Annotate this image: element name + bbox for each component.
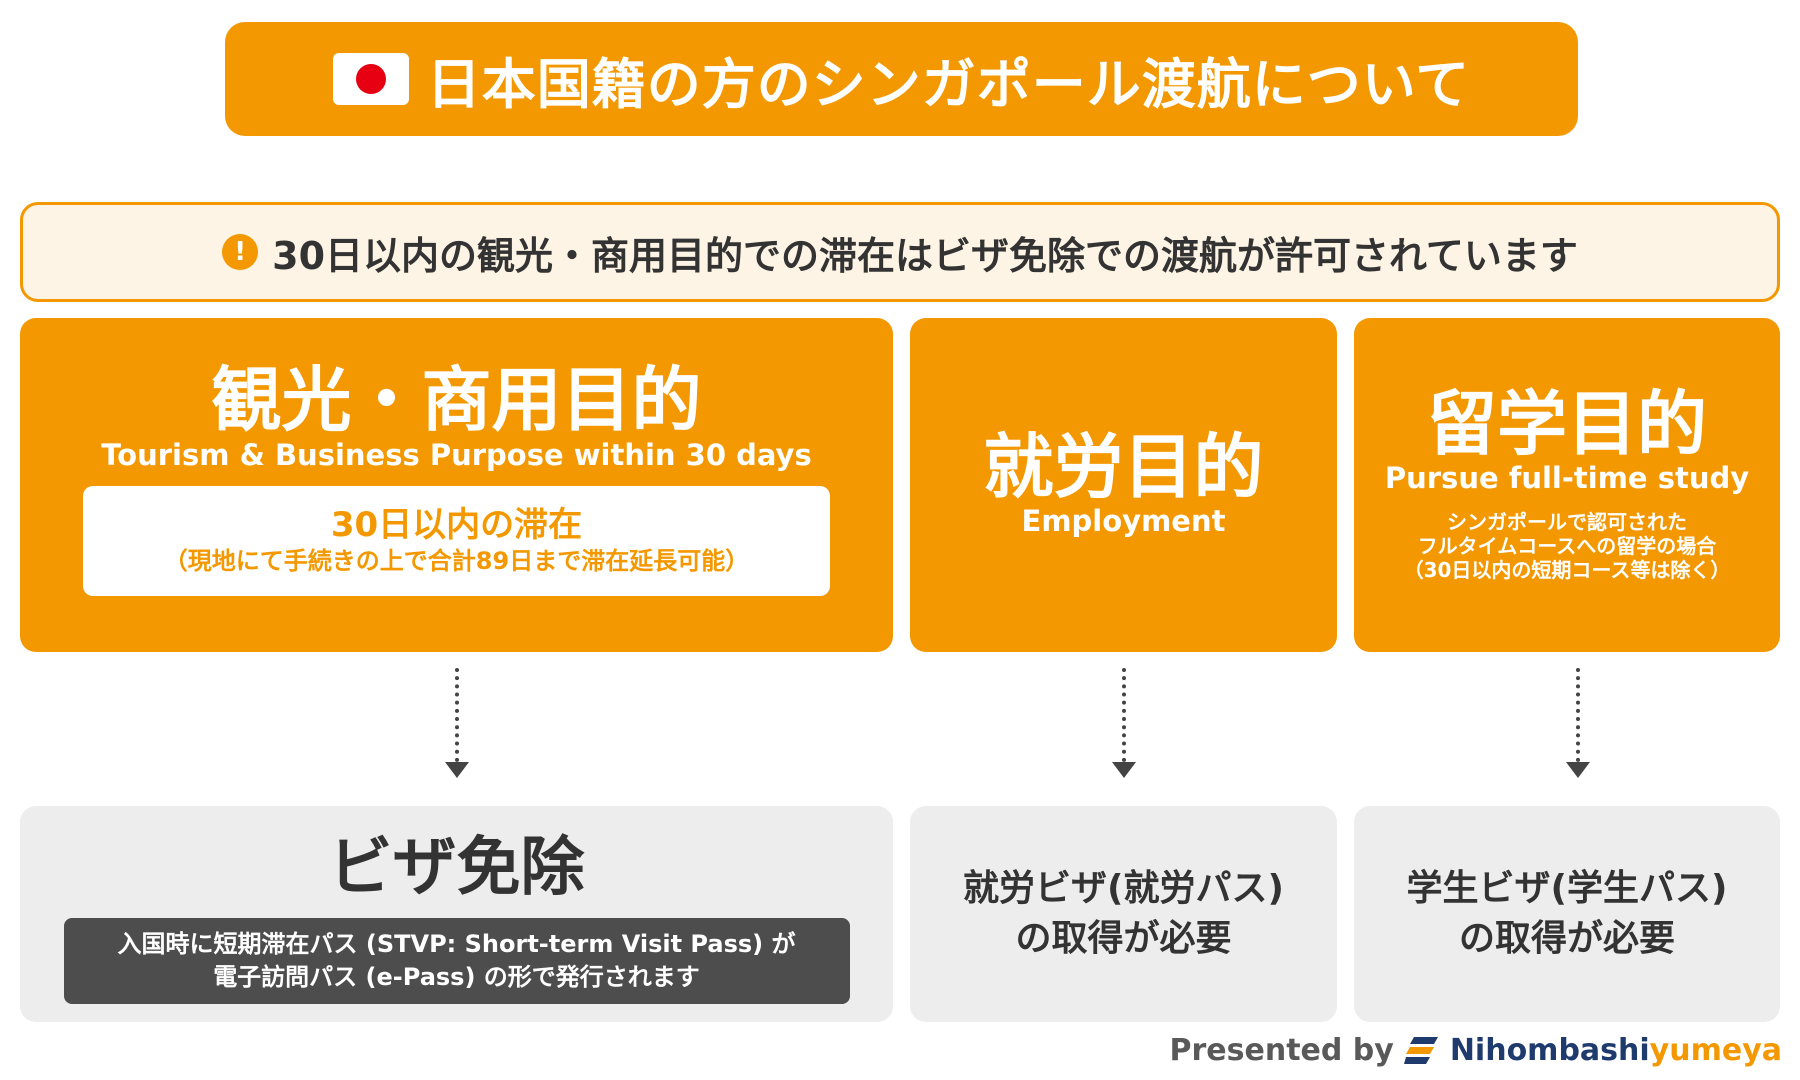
category-tourism-subtitle: Tourism & Business Purpose within 30 day… — [101, 437, 812, 472]
result-visa-exempt-box: ビザ免除 入国時に短期滞在パス (STVP: Short-term Visit … — [20, 806, 893, 1022]
result-student-visa-box: 学生ビザ(学生パス) の取得が必要 — [1354, 806, 1780, 1022]
category-study-subtitle: Pursue full-time study — [1384, 461, 1750, 496]
stay-duration-box: 30日以内の滞在 （現地にて手続きの上で合計89日まで滞在延長可能） — [83, 486, 830, 597]
brand-name: Nihombashiyumeya — [1450, 1033, 1782, 1068]
footer-credit: Presented by Nihombashiyumeya — [1170, 1030, 1783, 1070]
category-employment-subtitle: Employment — [1021, 504, 1226, 539]
arrow-down-icon — [1566, 668, 1590, 780]
study-note-line: シンガポールで認可された — [1447, 510, 1687, 535]
category-employment-title: 就労目的 — [983, 425, 1264, 508]
result-student-visa-line: 学生ビザ(学生パス) — [1406, 867, 1728, 909]
category-study-title: 留学目的 — [1427, 382, 1707, 465]
japan-flag-icon — [332, 53, 409, 105]
brand-name-part2: yumeya — [1649, 1032, 1782, 1068]
notice-bar: ! 30日以内の観光・商用目的での滞在はビザ免除での渡航が許可されています — [20, 202, 1780, 302]
arrow-down-icon — [1112, 668, 1136, 780]
study-note-line: （30日以内の短期コース等は除く） — [1403, 558, 1731, 583]
stvp-info-line: 入国時に短期滞在パス (STVP: Short-term Visit Pass)… — [117, 930, 796, 959]
presented-by-label: Presented by — [1169, 1032, 1394, 1068]
title-banner: 日本国籍の方のシンガポール渡航について — [225, 22, 1578, 136]
result-work-visa-line: 就労ビザ(就労パス) — [963, 867, 1284, 909]
stvp-info-line: 電子訪問パス (e-Pass) の形で発行されます — [213, 962, 700, 991]
exclamation-icon: ! — [222, 234, 259, 270]
result-work-visa-line: の取得が必要 — [1015, 918, 1232, 959]
result-student-visa-line: の取得が必要 — [1458, 918, 1675, 959]
category-tourism-title: 観光・商用目的 — [211, 359, 702, 441]
result-work-visa-box: 就労ビザ(就労パス) の取得が必要 — [910, 806, 1337, 1022]
brand-name-part1: Nihombashi — [1449, 1032, 1650, 1068]
category-study-note: シンガポールで認可された フルタイムコースへの留学の場合 （30日以内の短期コー… — [1404, 510, 1731, 582]
stvp-info-box: 入国時に短期滞在パス (STVP: Short-term Visit Pass)… — [63, 917, 850, 1004]
arrow-down-icon — [445, 668, 469, 780]
category-tourism-box: 観光・商用目的 Tourism & Business Purpose withi… — [20, 318, 893, 652]
result-visa-exempt-title: ビザ免除 — [328, 831, 585, 905]
nihombashiyumeya-logo-icon — [1403, 1037, 1438, 1064]
stay-duration-note: （現地にて手続きの上で合計89日まで滞在延長可能） — [163, 547, 750, 576]
study-note-line: フルタイムコースへの留学の場合 — [1417, 534, 1717, 559]
page-title: 日本国籍の方のシンガポール渡航について — [426, 52, 1471, 116]
category-employment-box: 就労目的 Employment — [910, 318, 1337, 652]
category-study-box: 留学目的 Pursue full-time study シンガポールで認可された… — [1354, 318, 1780, 652]
stay-duration-main: 30日以内の滞在 — [330, 505, 583, 546]
notice-text: 30日以内の観光・商用目的での滞在はビザ免除での渡航が許可されています — [272, 233, 1578, 278]
